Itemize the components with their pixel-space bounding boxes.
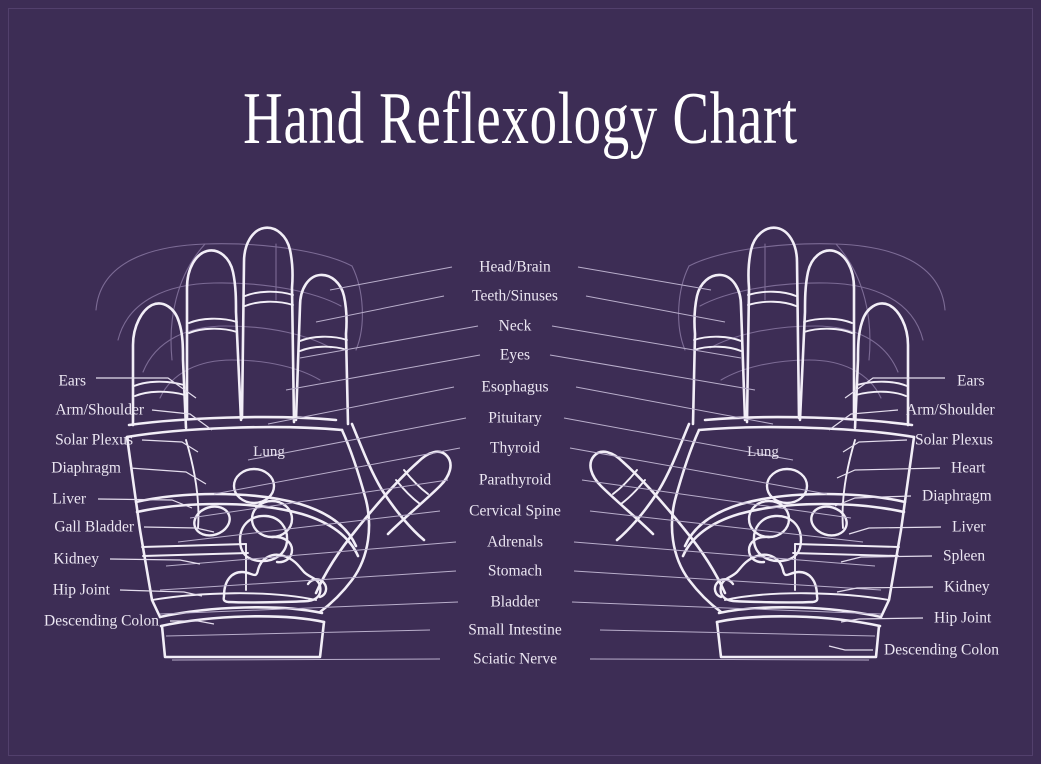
right-hand-ring-finger	[798, 249, 856, 422]
center-label-pituitary: Pituitary	[488, 409, 542, 427]
left-label-arm-shoulder: Arm/Shoulder	[55, 401, 144, 419]
right-hand-faint-arcs	[678, 243, 946, 399]
right-hand-index-finger	[691, 273, 747, 426]
right-label-liver: Liver	[952, 518, 986, 536]
center-leader-lines-right	[549, 266, 882, 661]
right-hand-inner-edge	[670, 428, 723, 614]
right-hand	[589, 226, 946, 659]
left-label-solar-plexus: Solar Plexus	[55, 431, 133, 449]
right-hand-pinky	[853, 302, 910, 430]
left-label-diaphragm: Diaphragm	[51, 459, 121, 477]
right-hand-organ-shapes	[713, 467, 848, 604]
left-label-descending-colon: Descending Colon	[44, 612, 159, 630]
left-hand	[95, 226, 452, 659]
center-leader-lines-left	[159, 266, 481, 661]
right-hand-thumb	[589, 422, 727, 595]
center-label-small-intestine: Small Intestine	[468, 621, 562, 639]
center-label-adrenals: Adrenals	[487, 533, 543, 551]
right-hand-middle-finger	[745, 226, 801, 424]
right-label-descending-colon: Descending Colon	[884, 641, 999, 659]
left-label-hip-joint: Hip Joint	[52, 581, 110, 599]
center-label-head-brain: Head/Brain	[479, 258, 551, 276]
left-hand-outer-edge	[125, 435, 162, 619]
center-label-eyes: Eyes	[499, 346, 531, 364]
center-label-bladder: Bladder	[490, 593, 540, 611]
right-label-hip-joint: Hip Joint	[934, 609, 992, 627]
right-hand-knuckle-line	[703, 415, 914, 427]
right-label-diaphragm: Diaphragm	[922, 487, 992, 505]
left-hand-thumb	[314, 422, 452, 595]
left-hand-index-finger	[294, 273, 350, 426]
left-hand-organ-shapes	[193, 467, 328, 604]
center-label-cervical-spine: Cervical Spine	[469, 502, 561, 520]
center-label-esophagus: Esophagus	[481, 378, 549, 396]
left-hand-faint-arcs	[95, 243, 363, 399]
left-hand-ring-finger	[185, 249, 243, 422]
left-hand-middle-finger	[240, 226, 296, 424]
center-label-parathyroid: Parathyroid	[478, 471, 552, 489]
center-label-thyroid: Thyroid	[490, 439, 540, 457]
right-label-arm-shoulder: Arm/Shoulder	[906, 401, 995, 419]
right-hand-knuckle-line-2	[697, 425, 916, 439]
left-label-gall-bladder: Gall Bladder	[54, 518, 134, 536]
right-hand-outer-edge	[879, 435, 916, 619]
right-label-solar-plexus: Solar Plexus	[915, 431, 993, 449]
right-label-ears: Ears	[957, 372, 985, 390]
center-label-teeth-sinuses: Teeth/Sinuses	[472, 287, 558, 305]
left-hand-pinky	[131, 302, 188, 430]
left-label-liver: Liver	[52, 490, 86, 508]
left-hand-wrist	[158, 606, 326, 659]
left-side-leader-lines	[96, 377, 215, 625]
left-hand-knuckle-line	[127, 415, 338, 427]
left-label-ears: Ears	[58, 372, 86, 390]
center-label-stomach: Stomach	[487, 562, 543, 580]
center-label-sciatic-nerve: Sciatic Nerve	[473, 650, 557, 668]
right-label-heart: Heart	[951, 459, 986, 477]
center-label-neck: Neck	[498, 317, 532, 335]
page-title: Hand Reflexology Chart	[243, 78, 798, 160]
right-palm-lung-label: Lung	[747, 444, 779, 460]
right-label-spleen: Spleen	[943, 547, 986, 565]
left-palm-lung-label: Lung	[253, 444, 285, 460]
left-label-kidney: Kidney	[53, 550, 99, 568]
right-label-kidney: Kidney	[944, 578, 990, 596]
left-hand-knuckle-line-2	[125, 425, 344, 439]
left-hand-inner-edge	[318, 428, 371, 614]
right-side-leader-lines	[828, 377, 945, 651]
